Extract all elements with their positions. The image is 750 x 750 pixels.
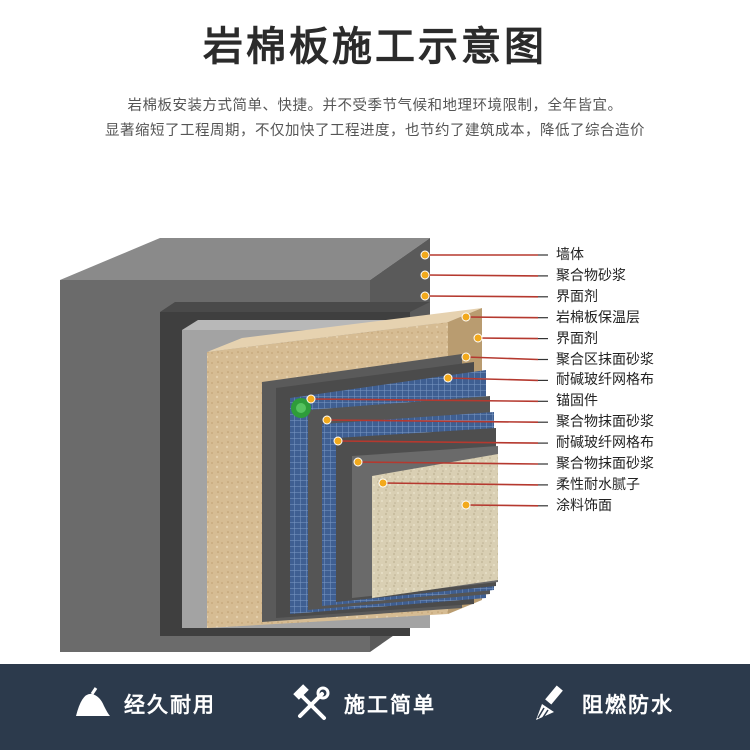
layer-label: 聚合物抹面砂浆 — [556, 456, 654, 472]
layer-label: 界面剂 — [556, 330, 598, 347]
marker-dot — [461, 500, 471, 510]
marker-dot — [443, 373, 453, 383]
layer-label: 柔性耐水腻子 — [556, 476, 640, 493]
marker-dot — [322, 415, 332, 425]
leader-line — [357, 461, 539, 465]
page-title: 岩棉板施工示意图 — [203, 24, 547, 70]
feature-fire-water-resistant: 阻燃防水 — [530, 682, 674, 726]
marker-dot — [420, 270, 430, 280]
marker-dot — [461, 312, 471, 322]
leader-line — [465, 504, 539, 507]
layer-label: 耐碱玻纤网格布 — [556, 435, 654, 452]
feature-fire-water-resistant-label: 阻燃防水 — [582, 693, 674, 717]
feature-easy-construction: 施工简单 — [292, 682, 436, 726]
leader-line — [310, 398, 539, 403]
leader-line — [447, 377, 539, 382]
layer-label: 锚固件 — [556, 393, 598, 410]
layers-icon — [76, 687, 110, 716]
marker-dot — [333, 436, 343, 446]
layer-label: 聚合物砂浆 — [556, 267, 626, 284]
wall-layer-diagram — [60, 238, 548, 652]
layer-label: 岩棉板保温层 — [556, 309, 640, 326]
leader-line — [326, 419, 539, 423]
leader-lines — [306, 250, 548, 510]
anchor-fixing — [291, 398, 311, 418]
description-line-1: 岩棉板安装方式简单、快捷。并不受季节气候和地理环境限制，全年皆宜。 — [127, 98, 623, 114]
hammer-wrench-icon — [293, 684, 330, 720]
layer-label: 聚合物抹面砂浆 — [556, 414, 654, 431]
layer-label: 耐碱玻纤网格布 — [556, 372, 654, 389]
feature-bar: 经久耐用 施工简单 阻燃防水 — [0, 664, 750, 750]
leader-line — [465, 316, 539, 319]
leader-line — [382, 482, 539, 486]
leader-line — [424, 274, 539, 277]
layer-label: 涂料饰面 — [556, 497, 612, 514]
paint-brush-icon — [536, 685, 563, 720]
marker-dot — [461, 352, 471, 362]
marker-dot — [306, 394, 316, 404]
marker-dot — [378, 478, 388, 488]
description-line-2: 显著缩短了工程周期，不仅加快了工程进度，也节约了建筑成本，降低了综合造价 — [105, 123, 645, 139]
feature-durable-label: 经久耐用 — [124, 693, 216, 717]
layer-finish-coating — [372, 454, 498, 598]
layer-label: 聚合区抹面砂浆 — [556, 351, 654, 368]
marker-dot — [473, 333, 483, 343]
marker-dot — [420, 250, 430, 260]
leader-line — [337, 440, 539, 444]
leader-line — [465, 356, 539, 361]
feature-easy-construction-label: 施工简单 — [344, 693, 436, 717]
feature-durable: 经久耐用 — [74, 682, 216, 726]
marker-dot — [353, 457, 363, 467]
leader-line — [477, 337, 539, 340]
layer-label: 界面剂 — [556, 288, 598, 305]
layer-label: 墙体 — [556, 247, 584, 263]
leader-line — [424, 295, 539, 298]
marker-dot — [420, 291, 430, 301]
